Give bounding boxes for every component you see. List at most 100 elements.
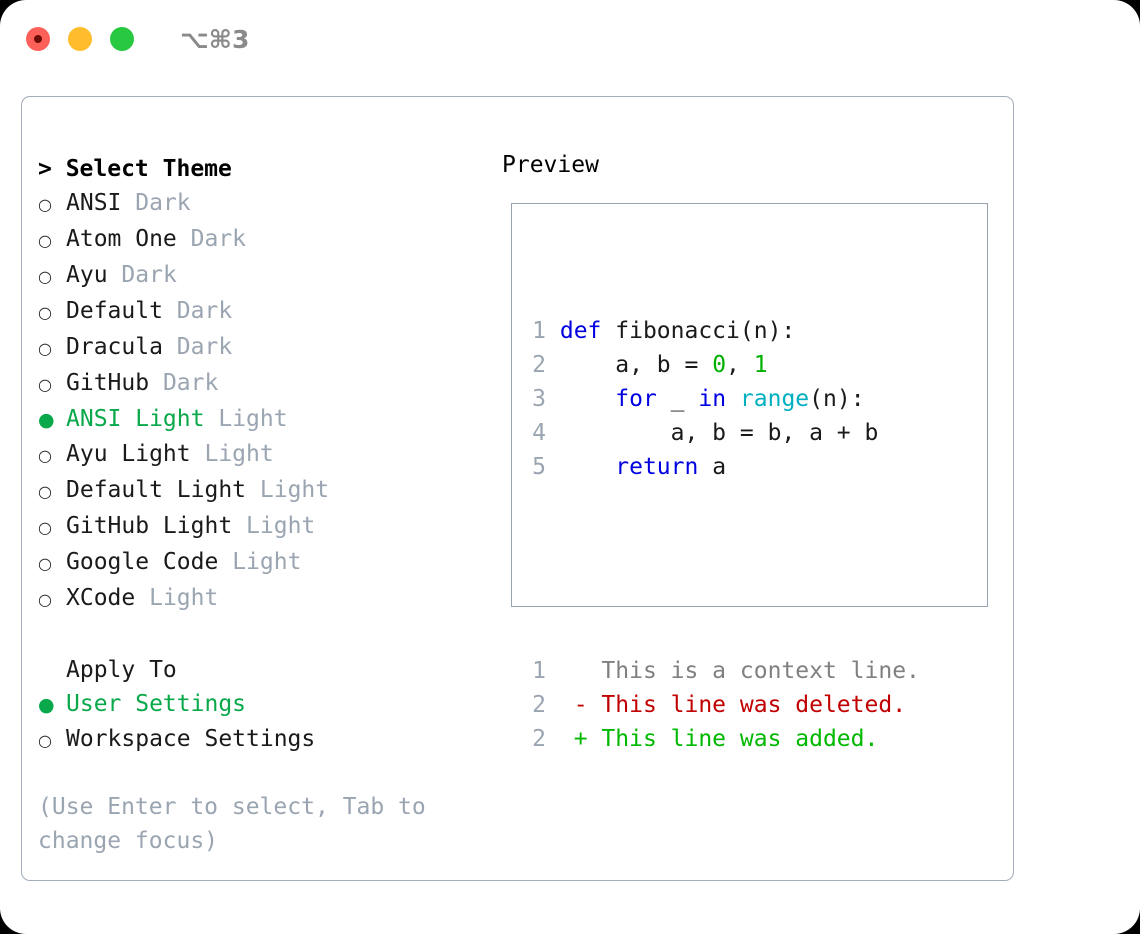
code-token: range [739,386,810,412]
theme-variant-tag: Dark [176,298,233,324]
theme-name-tag-gap [121,186,135,220]
code-token [560,454,615,480]
maximize-button-icon[interactable] [110,27,134,51]
theme-list-item[interactable]: ○ Ayu Light Light [38,437,498,473]
apply-to-option[interactable]: ●User Settings [38,687,498,722]
window-controls [26,27,134,51]
radio-unselected-icon: ○ [38,195,52,214]
radio-unselected-icon: ○ [38,731,52,750]
code-line: 5 return a [532,450,920,484]
code-token: fibonacci(n): [615,318,796,344]
diff-marker: - [573,692,602,718]
gutter-gap [546,386,560,412]
keyboard-hint-text: (Use Enter to select, Tab to change focu… [38,794,426,854]
theme-variant-tag: Light [204,441,274,467]
line-number: 3 [532,386,546,412]
code-line: 3 for _ in range(n): [532,382,920,416]
theme-list: ○ANSI Dark○Atom One Dark○Ayu Dark○Defaul… [38,186,498,617]
theme-list-item[interactable]: ○ Ayu Dark [38,258,498,294]
code-token: _ [656,386,699,412]
diff-text: This is a context line. [601,658,920,684]
apply-to-label: Apply To [66,657,177,683]
theme-list-item[interactable]: ○Default Dark [38,294,498,330]
radio-unselected-icon: ○ [38,231,52,250]
theme-name: Dracula [66,334,163,360]
radio-unselected-icon: ○ [38,375,52,394]
preview-title: Preview [502,152,599,178]
minimize-button-icon[interactable] [68,27,92,51]
diff-text: This line was deleted. [601,692,907,718]
theme-list-item[interactable]: ○Atom One Dark [38,222,498,258]
diff-line: 2 + This line was added. [532,722,920,756]
line-number: 2 [532,352,546,378]
line-number: 2 [532,692,546,718]
theme-list-item[interactable]: ○Default Light Light [38,473,498,509]
theme-list-item[interactable]: ○ANSI Dark [38,186,498,222]
theme-variant-tag: Dark [121,262,177,288]
code-token: , [726,352,754,378]
diff-marker [574,658,602,684]
theme-name: ANSI Light [66,406,205,432]
gutter-gap [546,318,560,344]
theme-list-item[interactable]: ○ Dracula Dark [38,330,498,366]
theme-name: Ayu Light [66,441,191,467]
theme-variant-tag: Dark [190,226,247,252]
code-token: a, b = [559,352,713,378]
theme-list-item[interactable]: ○Google Code Light [38,545,498,581]
theme-name-tag-gap [108,258,122,292]
theme-name-tag-gap [163,330,177,364]
radio-unselected-icon: ○ [38,303,52,322]
theme-name: Ayu [66,262,108,288]
code-token [560,386,615,412]
line-number: 4 [532,420,546,446]
radio-selected-icon: ● [38,694,55,716]
radio-unselected-icon: ○ [38,518,52,537]
theme-list-item[interactable]: ○ GitHub Dark [38,366,498,402]
theme-list-item[interactable]: ○GitHub Light Light [38,509,498,545]
theme-name: ANSI [66,190,122,216]
code-line: 2 a, b = 0, 1 [532,348,920,382]
theme-variant-tag: Light [246,513,316,539]
code-token: 1 [753,352,768,378]
theme-variant-tag: Dark [162,370,219,396]
theme-name-tag-gap [163,294,177,328]
diff-line: 1 This is a context line. [532,654,920,688]
theme-name: XCode [66,585,136,611]
radio-selected-icon: ● [38,409,55,431]
theme-name: Google Code [66,549,219,575]
gutter-gap [546,692,574,718]
title-bar: ⌥⌘3 [0,0,1140,78]
apply-to-list: ●User Settings○Workspace Settings [38,687,498,758]
close-button-icon[interactable] [26,27,50,51]
theme-list-item[interactable]: ○XCode Light [38,581,498,617]
theme-name-tag-gap [149,366,163,400]
line-number: 1 [532,318,546,344]
radio-unselected-icon: ○ [38,267,52,286]
diff-marker: + [573,726,602,752]
page-title: > Select Theme [38,156,232,182]
apply-to-option[interactable]: ○Workspace Settings [38,722,498,758]
keyboard-shortcut-label: ⌥⌘3 [180,24,250,54]
preview-pane: Preview 1 def fibonacci(n):2 a, b = 0, 1… [502,97,1013,880]
line-number: 1 [532,658,546,684]
theme-variant-tag: Light [232,549,302,575]
code-token: in [698,386,727,412]
theme-name: Default Light [66,477,247,503]
code-line: 4 a, b = b, a + b [532,416,920,450]
theme-variant-tag: Light [218,406,288,432]
theme-name-tag-gap [191,437,205,471]
theme-variant-tag: Dark [176,334,233,360]
radio-unselected-icon: ○ [38,339,52,358]
code-token: 0 [712,352,727,378]
theme-name-tag-gap [135,581,149,615]
theme-name: GitHub [66,370,150,396]
dialog-frame: > Select Theme ○ANSI Dark○Atom One Dark○… [21,96,1014,881]
radio-unselected-icon: ○ [38,482,52,501]
list-spacer [38,617,498,653]
radio-unselected-icon: ○ [38,446,52,465]
code-diff-gap [532,552,920,586]
code-token: for [615,386,657,412]
theme-list-item[interactable]: ● ANSI Light Light [38,402,498,437]
